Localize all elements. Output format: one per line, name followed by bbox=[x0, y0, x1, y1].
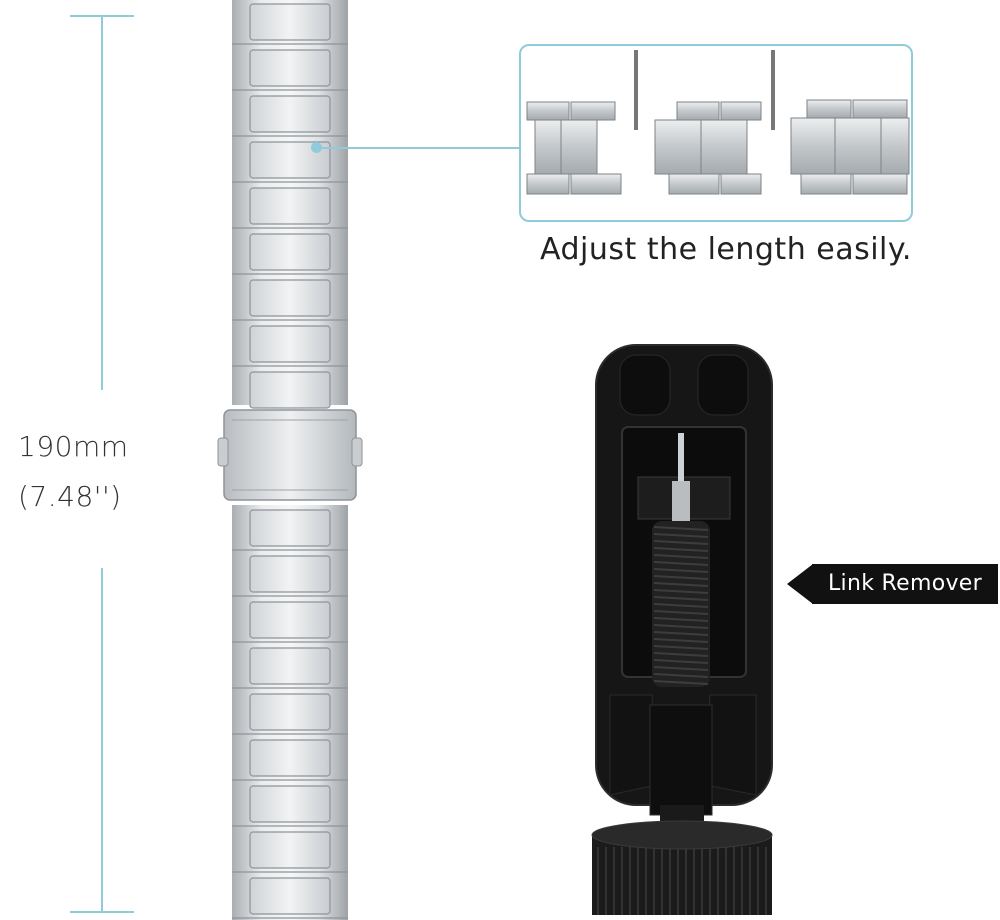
dimension-bottom-cap bbox=[70, 911, 134, 913]
link-remover-tool bbox=[591, 344, 773, 915]
dimension-line-top bbox=[101, 15, 103, 390]
length-inch-label: (7.48'') bbox=[18, 480, 122, 513]
detail-connector-line bbox=[318, 147, 520, 149]
label-arrow-icon bbox=[787, 564, 813, 604]
stainless-steel-watch-band bbox=[217, 0, 363, 920]
dimension-line-bottom bbox=[101, 568, 103, 912]
link-remover-label: Link Remover bbox=[812, 564, 998, 604]
removable-links-illustration bbox=[526, 50, 910, 195]
length-mm-label: 190mm bbox=[18, 430, 129, 463]
link-adjust-detail bbox=[519, 44, 913, 222]
detail-pointer-dot bbox=[311, 142, 322, 153]
adjust-caption: Adjust the length easily. bbox=[540, 232, 912, 267]
